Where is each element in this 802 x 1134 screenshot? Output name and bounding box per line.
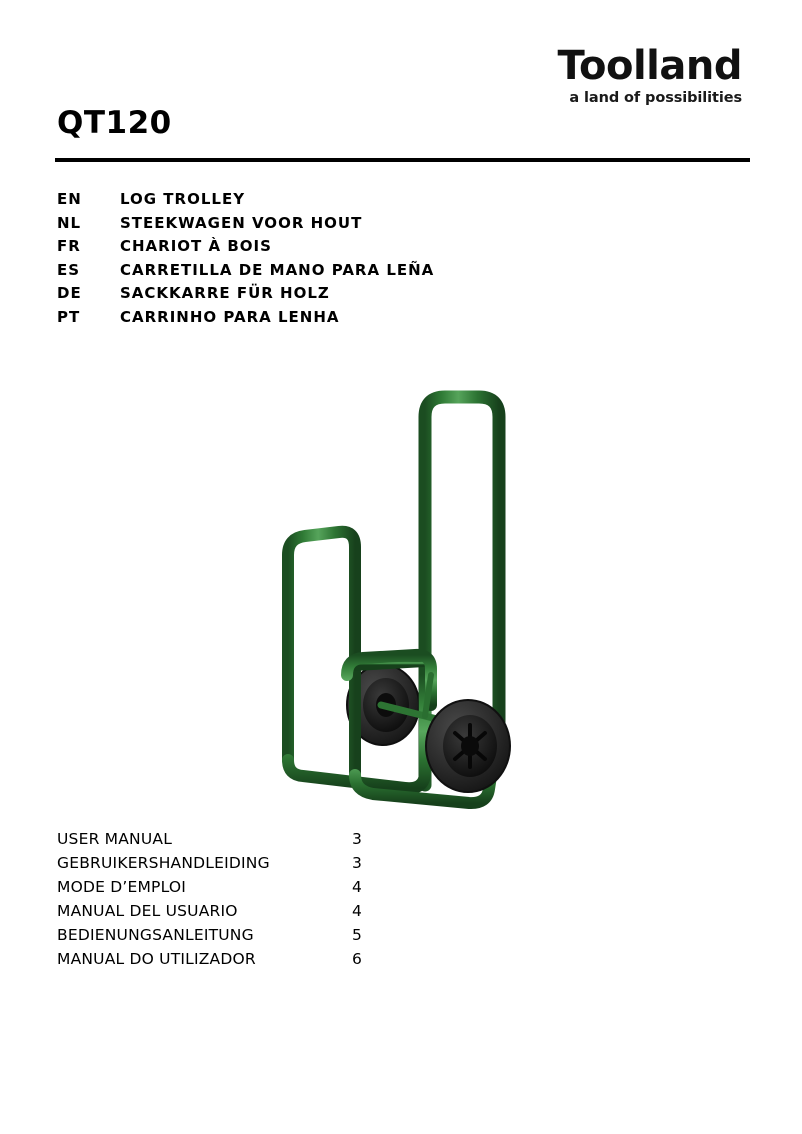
trolley-handle <box>418 390 506 792</box>
toc-row: MANUAL DO UTILIZADOR 6 <box>57 950 477 974</box>
toc-row: MODE D’EMPLOI 4 <box>57 878 477 902</box>
language-product-title: SACKKARRE FÜR HOLZ <box>120 284 330 302</box>
language-row: ES CARRETILLA DE MANO PARA LEÑA <box>57 261 757 285</box>
toc-entry-page: 6 <box>352 950 363 968</box>
toc-entry-page: 3 <box>352 830 363 848</box>
front-wheel <box>425 699 511 793</box>
toc-row: MANUAL DEL USUARIO 4 <box>57 902 477 926</box>
language-product-title: CARRINHO PARA LENHA <box>120 307 340 326</box>
language-code: ES <box>57 260 81 279</box>
toc-entry-label: MODE D’EMPLOI <box>57 878 187 896</box>
brand-logo: Toolland a land of possibilities <box>557 43 743 106</box>
language-row: PT CARRINHO PARA LENHA <box>57 308 757 332</box>
language-code: EN <box>57 190 82 208</box>
language-product-title: STEEKWAGEN VOOR HOUT <box>120 213 363 232</box>
product-photo-log-trolley <box>255 375 545 815</box>
brand-name: Toolland <box>557 43 743 89</box>
toc-row: BEDIENUNGSANLEITUNG 5 <box>57 926 477 950</box>
language-code: PT <box>57 307 81 326</box>
toc-entry-label: MANUAL DEL USUARIO <box>57 902 238 920</box>
language-row: EN LOG TROLLEY <box>57 190 757 214</box>
header-divider <box>55 158 750 162</box>
toc-entry-page: 5 <box>352 926 363 944</box>
model-title: QT120 <box>57 105 172 141</box>
toc-entry-label: GEBRUIKERSHANDLEIDING <box>57 854 270 872</box>
language-title-list: EN LOG TROLLEY NL STEEKWAGEN VOOR HOUT F… <box>57 190 757 331</box>
toc-entry-page: 4 <box>352 878 363 896</box>
language-product-title: CARRETILLA DE MANO PARA LEÑA <box>120 260 435 279</box>
language-row: NL STEEKWAGEN VOOR HOUT <box>57 214 757 238</box>
toc-entry-label: BEDIENUNGSANLEITUNG <box>57 926 254 944</box>
language-product-title: CHARIOT À BOIS <box>120 237 272 255</box>
language-code: DE <box>57 284 82 302</box>
toc-entry-page: 3 <box>352 854 363 872</box>
front-support <box>282 525 361 781</box>
toc-row: USER MANUAL 3 <box>57 830 477 854</box>
language-row: FR CHARIOT À BOIS <box>57 237 757 261</box>
toc-entry-label: MANUAL DO UTILIZADOR <box>57 950 256 968</box>
toc-entry-label: USER MANUAL <box>57 830 173 848</box>
toc-row: GEBRUIKERSHANDLEIDING 3 <box>57 854 477 878</box>
language-row: DE SACKKARRE FÜR HOLZ <box>57 284 757 308</box>
brand-tagline: a land of possibilities <box>569 90 742 106</box>
base-frame <box>282 648 505 810</box>
toc-entry-page: 4 <box>352 902 363 920</box>
language-product-title: LOG TROLLEY <box>120 190 246 208</box>
table-of-contents: USER MANUAL 3 GEBRUIKERSHANDLEIDING 3 MO… <box>57 830 477 974</box>
language-code: NL <box>57 213 82 232</box>
language-code: FR <box>57 237 81 255</box>
